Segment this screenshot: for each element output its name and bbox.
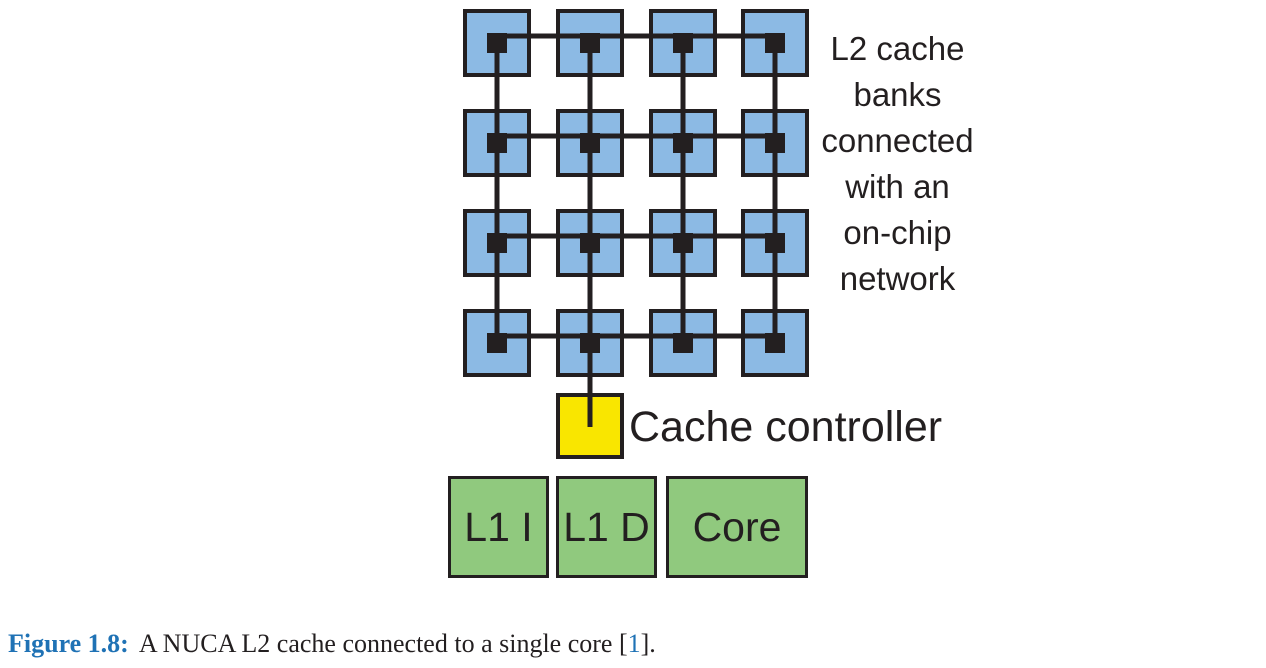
- router-node: [487, 333, 507, 353]
- router-node: [580, 333, 600, 353]
- figure-number: Figure 1.8:: [8, 629, 129, 658]
- router-node: [580, 233, 600, 253]
- router-node: [673, 233, 693, 253]
- core-label: Core: [692, 503, 782, 550]
- router-node: [673, 133, 693, 153]
- caption-text: A NUCA L2 cache connected to a single co…: [138, 629, 613, 658]
- router-node: [487, 33, 507, 53]
- l2-banks-label: L2 cache banks connected with an on-chip…: [790, 26, 1005, 302]
- l2-label-line: L2 cache: [830, 30, 965, 67]
- router-node: [487, 233, 507, 253]
- l1d-label: L1 D: [563, 503, 650, 550]
- core-box: Core: [666, 476, 808, 578]
- cache-controller-label: Cache controller: [629, 402, 943, 451]
- l1-instruction-cache-box: L1 I: [448, 476, 549, 578]
- l1-data-cache-box: L1 D: [556, 476, 657, 578]
- router-node: [765, 133, 785, 153]
- figure-caption: Figure 1.8: A NUCA L2 cache connected to …: [8, 627, 656, 661]
- router-node: [487, 133, 507, 153]
- router-node: [765, 333, 785, 353]
- router-node: [580, 33, 600, 53]
- router-node: [673, 333, 693, 353]
- citation-number: 1: [627, 629, 641, 658]
- router-node: [580, 133, 600, 153]
- l2-label-line: with an: [845, 168, 950, 205]
- l2-label-line: on-chip: [843, 214, 952, 251]
- router-node: [673, 33, 693, 53]
- l1i-label: L1 I: [464, 503, 533, 550]
- router-node: [765, 233, 785, 253]
- citation-bracket-open: [: [618, 629, 628, 658]
- citation-bracket-close: ].: [640, 629, 656, 658]
- l2-label-line: network: [839, 260, 956, 297]
- router-node: [765, 33, 785, 53]
- l2-label-line: banks: [853, 76, 942, 113]
- l2-label-line: connected: [821, 122, 974, 159]
